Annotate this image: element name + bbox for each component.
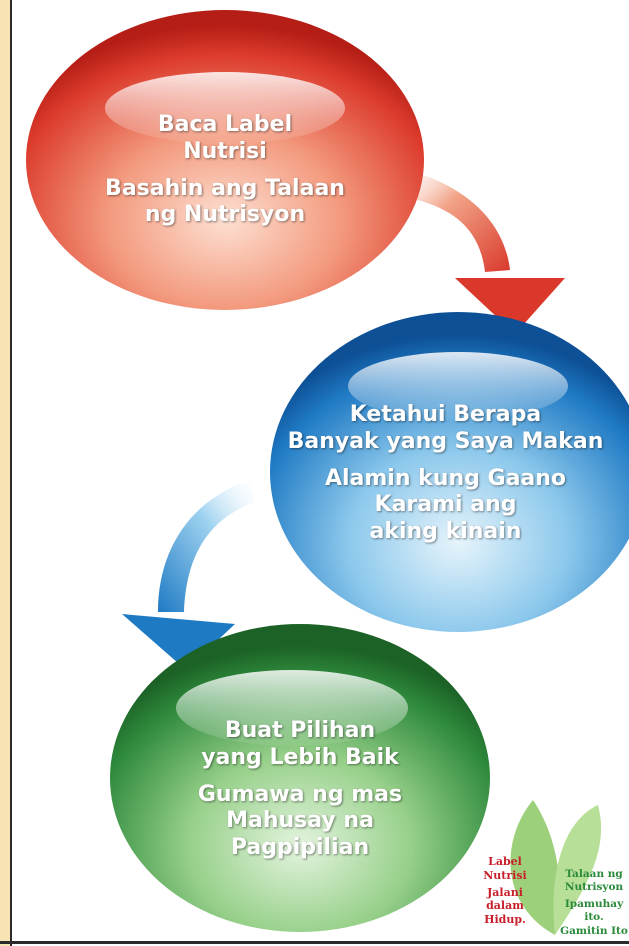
logo-filipino-line-4: Gamitin Ito bbox=[560, 924, 628, 937]
step-3-text: Buat Pilihan yang Lebih Baik Gumawa ng m… bbox=[150, 718, 450, 862]
logo-malay-line-5: Hidup. bbox=[484, 913, 526, 926]
arrow-red-to-blue bbox=[395, 168, 565, 334]
bottom-rule bbox=[0, 941, 629, 944]
step-1-malay-line-1: Baca Label bbox=[157, 112, 293, 137]
logo-malay-line-2: Nutrisi bbox=[483, 868, 527, 882]
step-2-malay-line-2: Banyak yang Saya Makan bbox=[287, 428, 604, 454]
logo-malay-line-1: Label bbox=[488, 855, 522, 868]
logo-filipino-line-3: Ipamuhay ito. bbox=[564, 898, 624, 924]
step-2-filipino-line-2: Karami ang bbox=[374, 492, 517, 518]
step-2-filipino-line-3: aking kinain bbox=[369, 519, 522, 545]
step-3-malay-line-2: yang Lebih Baik bbox=[201, 744, 399, 770]
step-1-filipino-line-2: ng Nutrisyon bbox=[144, 202, 306, 228]
step-1-text: Baca Label Nutrisi Basahin ang Talaan ng… bbox=[70, 112, 380, 229]
step-3-filipino-line-3: Pagpipilian bbox=[230, 835, 370, 861]
step-3-circle bbox=[110, 624, 490, 932]
logo-malay-line-4: dalam bbox=[486, 899, 524, 913]
step-2-filipino-line-1: Alamin kung Gaano bbox=[324, 465, 567, 491]
step-2-circle bbox=[270, 312, 629, 632]
step-2-text: Ketahui Berapa Banyak yang Saya Makan Al… bbox=[262, 402, 629, 546]
arrow-blue-to-green bbox=[122, 480, 255, 670]
logo-filipino-line-1: Talaan ng bbox=[565, 868, 623, 880]
step-3-filipino-line-2: Mahusay na bbox=[226, 808, 374, 834]
step-1-filipino-line-1: Basahin ang Talaan bbox=[105, 175, 345, 201]
step-1-malay-line-2: Nutrisi bbox=[183, 138, 267, 164]
step-3-filipino-line-1: Gumawa ng mas bbox=[197, 781, 403, 807]
step-3-malay-line-1: Buat Pilihan bbox=[224, 718, 376, 743]
logo-malay-line-3: Jalani bbox=[487, 885, 523, 899]
logo-filipino-line-2: Nutrisyon bbox=[564, 881, 624, 894]
logo-text-filipino: Talaan ng Nutrisyon Ipamuhay ito. Gamiti… bbox=[560, 868, 628, 938]
nutrition-label-logo-leaves bbox=[510, 800, 602, 935]
step-1-circle bbox=[26, 10, 424, 310]
step-2-malay-line-1: Ketahui Berapa bbox=[349, 402, 542, 427]
left-sidebar-strip bbox=[0, 0, 12, 946]
logo-text-malay: Label Nutrisi Jalani dalam Hidup. bbox=[475, 855, 535, 927]
